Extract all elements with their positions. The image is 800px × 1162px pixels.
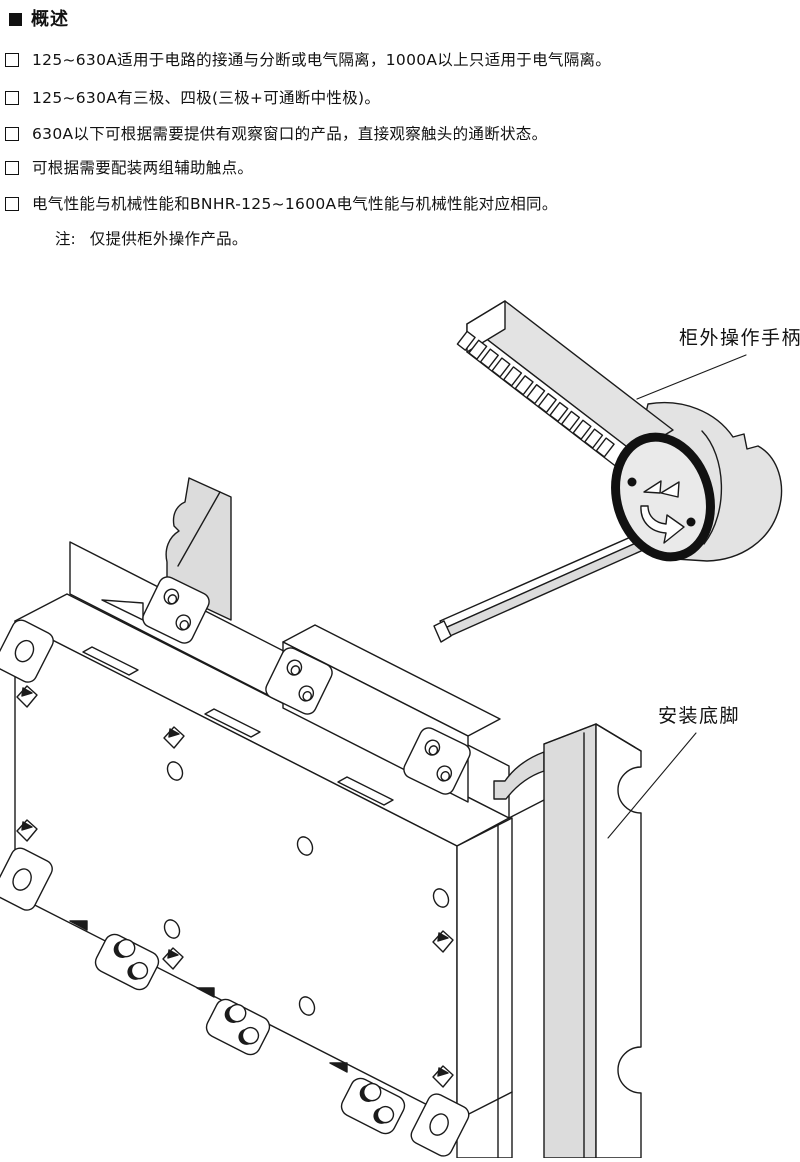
foot-flange bbox=[493, 751, 545, 800]
bracket-tab bbox=[403, 727, 471, 795]
handle-drawing: 柜外操作手柄 bbox=[433, 300, 800, 643]
bullet-item: 125~630A有三极、四极(三极+可通断中性极)。 bbox=[5, 88, 785, 109]
foot-front-face bbox=[543, 723, 597, 1159]
section-header: 概述 bbox=[9, 5, 69, 31]
filled-square-icon bbox=[9, 12, 22, 26]
bullet-item: 125~630A适用于电路的接通与分断或电气隔离，1000A以上只适用于电气隔离… bbox=[5, 50, 785, 71]
edge-notch bbox=[196, 987, 215, 998]
hollow-square-icon bbox=[5, 127, 19, 141]
handle-label: 柜外操作手柄 bbox=[679, 327, 800, 349]
corner-ear-tab bbox=[410, 1093, 470, 1157]
note-text: 仅提供柜外操作产品。 bbox=[89, 230, 248, 248]
corner-ear-tab bbox=[0, 619, 54, 683]
drive-shaft bbox=[433, 524, 669, 643]
rotary-dial bbox=[611, 432, 715, 562]
bottom-mount-tab bbox=[94, 933, 160, 991]
bullet-item: 电气性能与机械性能和BNHR-125~1600A电气性能与机械性能对应相同。 bbox=[5, 194, 785, 215]
bracket-tab bbox=[265, 647, 333, 715]
bullet-text: 125~630A适用于电路的接通与分断或电气隔离，1000A以上只适用于电气隔离… bbox=[32, 51, 612, 69]
edge-ridge bbox=[337, 776, 394, 806]
hollow-square-icon bbox=[5, 53, 19, 67]
hollow-square-icon bbox=[5, 91, 19, 105]
rotation-arrow-icon bbox=[640, 480, 685, 544]
hollow-square-icon bbox=[5, 197, 19, 211]
bullet-item: 可根据需要配装两组辅助触点。 bbox=[5, 158, 785, 179]
oval-holes bbox=[163, 761, 450, 1016]
foot-leader-line bbox=[607, 732, 697, 839]
bullet-item: 630A以下可根据需要提供有观察窗口的产品，直接观察触头的通断状态。 bbox=[5, 124, 785, 145]
note-row: 注: 仅提供柜外操作产品。 bbox=[55, 227, 248, 249]
mounting-foot-drawing: 安装底脚 bbox=[493, 705, 740, 1159]
bullet-text: 125~630A有三极、四极(三极+可通断中性极)。 bbox=[32, 89, 381, 107]
deck-wedge bbox=[101, 599, 144, 621]
foot-label: 安装底脚 bbox=[658, 705, 740, 727]
edge-notch bbox=[329, 1062, 348, 1073]
bracket-tab bbox=[142, 576, 210, 644]
edge-notch bbox=[69, 920, 88, 931]
dial-screw-dot bbox=[627, 477, 637, 487]
hollow-square-icon bbox=[5, 161, 19, 175]
diamond-knockouts bbox=[16, 685, 454, 1088]
edge-ridge bbox=[204, 708, 261, 738]
bullet-text: 可根据需要配装两组辅助触点。 bbox=[32, 159, 254, 177]
overview-section: 概述 125~630A适用于电路的接通与分断或电气隔离，1000A以上只适用于电… bbox=[0, 0, 800, 300]
section-title: 概述 bbox=[31, 9, 69, 30]
corner-ear-tab bbox=[0, 847, 53, 911]
handle-leader-line bbox=[636, 354, 747, 400]
edge-ridge bbox=[82, 646, 139, 676]
bullet-text: 630A以下可根据需要提供有观察窗口的产品，直接观察触头的通断状态。 bbox=[32, 125, 548, 143]
bullet-text: 电气性能与机械性能和BNHR-125~1600A电气性能与机械性能对应相同。 bbox=[32, 195, 558, 213]
bottom-mount-tab bbox=[205, 998, 271, 1056]
dial-screw-dot bbox=[686, 517, 696, 527]
foot-side-face bbox=[595, 723, 642, 1159]
handle-grip-bar bbox=[456, 300, 674, 482]
note-label: 注: bbox=[55, 230, 76, 248]
switch-body-drawing bbox=[0, 477, 545, 1159]
bottom-mount-tab bbox=[340, 1077, 406, 1135]
